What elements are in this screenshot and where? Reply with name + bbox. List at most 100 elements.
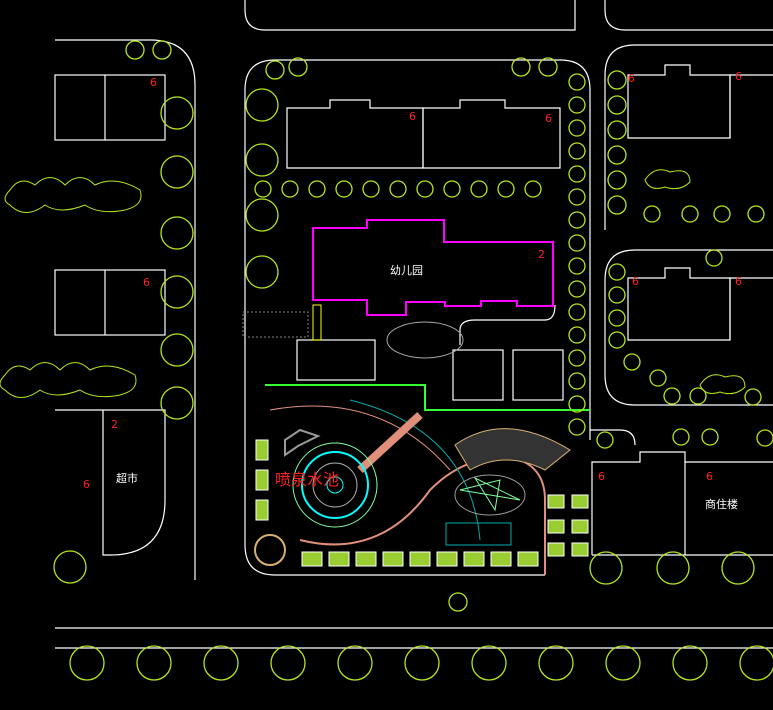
commercial-building [591,451,773,555]
tree-icon [672,645,708,681]
kindergarten-outline [312,219,554,316]
floor-count: 6 [143,276,150,289]
right-building-1 [627,64,731,139]
floor-count: 6 [409,110,416,123]
trees [53,40,773,681]
tree-icon [245,255,279,289]
floor-count: 6 [706,470,713,483]
tree-icon [245,88,279,122]
floor-count: 2 [111,418,118,431]
center-building-left [286,99,424,169]
tree-icon [160,155,194,189]
planter-bed [255,499,269,521]
tree-icon [756,429,773,447]
center-building-right [422,99,561,169]
top-road-edge [244,0,576,31]
tree-icon [443,180,461,198]
tree-icon [160,216,194,250]
tree-icon [470,180,488,198]
tree-icon [681,205,699,223]
tree-icon [568,418,586,436]
star-pattern [459,476,521,512]
planter-bed [571,542,589,557]
tree-icon [713,205,731,223]
planter-bed [463,551,485,567]
tree-icon [335,180,353,198]
tree-icon [744,388,762,406]
paved-area [242,311,309,338]
tree-icon [608,263,626,281]
tree-icon [337,645,373,681]
tree-icon [160,386,194,420]
tree-icon [568,372,586,390]
path-arc [269,405,451,471]
fountain-inner [312,462,358,508]
planter-bed [328,551,350,567]
tree-icon [643,205,661,223]
tree-icon [448,592,468,612]
tree-icon [404,645,440,681]
tree-icon [270,645,306,681]
planter-bed [255,469,269,491]
tree-icon [524,180,542,198]
planter-bed [571,494,589,509]
tree-icon [568,257,586,275]
tree-icon [623,353,641,371]
tree-icon [568,188,586,206]
tree-icon [568,303,586,321]
tree-icon [136,645,172,681]
commercial-residential-label: 商住楼 [705,498,738,511]
tree-icon [568,326,586,344]
fountain-ring [301,451,369,519]
right-mid-block-edge [604,249,773,375]
tree-icon [281,180,299,198]
tree-icon [245,198,279,232]
tree-icon [608,286,626,304]
supermarket-label: 超市 [116,472,138,485]
gazebo [254,534,286,566]
tree-icon [608,331,626,349]
service-building-1 [452,349,504,401]
right-building-3 [627,267,731,341]
planter-bed [490,551,512,567]
planter-bed [517,551,539,567]
pergola [357,412,423,473]
planter-bed [382,551,404,567]
tree-icon [568,395,586,413]
tree-icon [607,120,627,140]
tree-icon [596,431,614,449]
right-building-2 [729,74,773,138]
tree-icon [568,280,586,298]
planter-bed [301,551,323,567]
right-top-block-edge [604,44,773,230]
kindergarten-label: 幼儿园 [390,264,423,277]
paved-plaza [454,428,571,471]
floor-count: 6 [83,478,90,491]
tree-icon [568,73,586,91]
planter-bed [547,542,565,557]
shrub-clusters [0,169,746,398]
floor-count: 6 [150,76,157,89]
right-building-4 [729,277,773,340]
tree-icon [663,387,681,405]
tree-icon [125,40,145,60]
planter-bed [409,551,431,567]
tree-icon [511,57,531,77]
oval-lawn [386,321,464,359]
left-block-edge [55,39,196,580]
tree-icon [568,142,586,160]
tree-icon [568,211,586,229]
fountain-center [326,476,344,494]
steps [312,304,322,341]
floor-count: 6 [545,112,552,125]
tree-icon [701,428,719,446]
tree-icon [160,275,194,309]
tree-icon [362,180,380,198]
tree-icon [245,143,279,177]
tree-icon [705,249,723,267]
small-building [296,339,376,381]
tree-icon [389,180,407,198]
floor-count: 2 [538,248,545,261]
tree-icon [739,645,773,681]
tree-icon [160,333,194,367]
